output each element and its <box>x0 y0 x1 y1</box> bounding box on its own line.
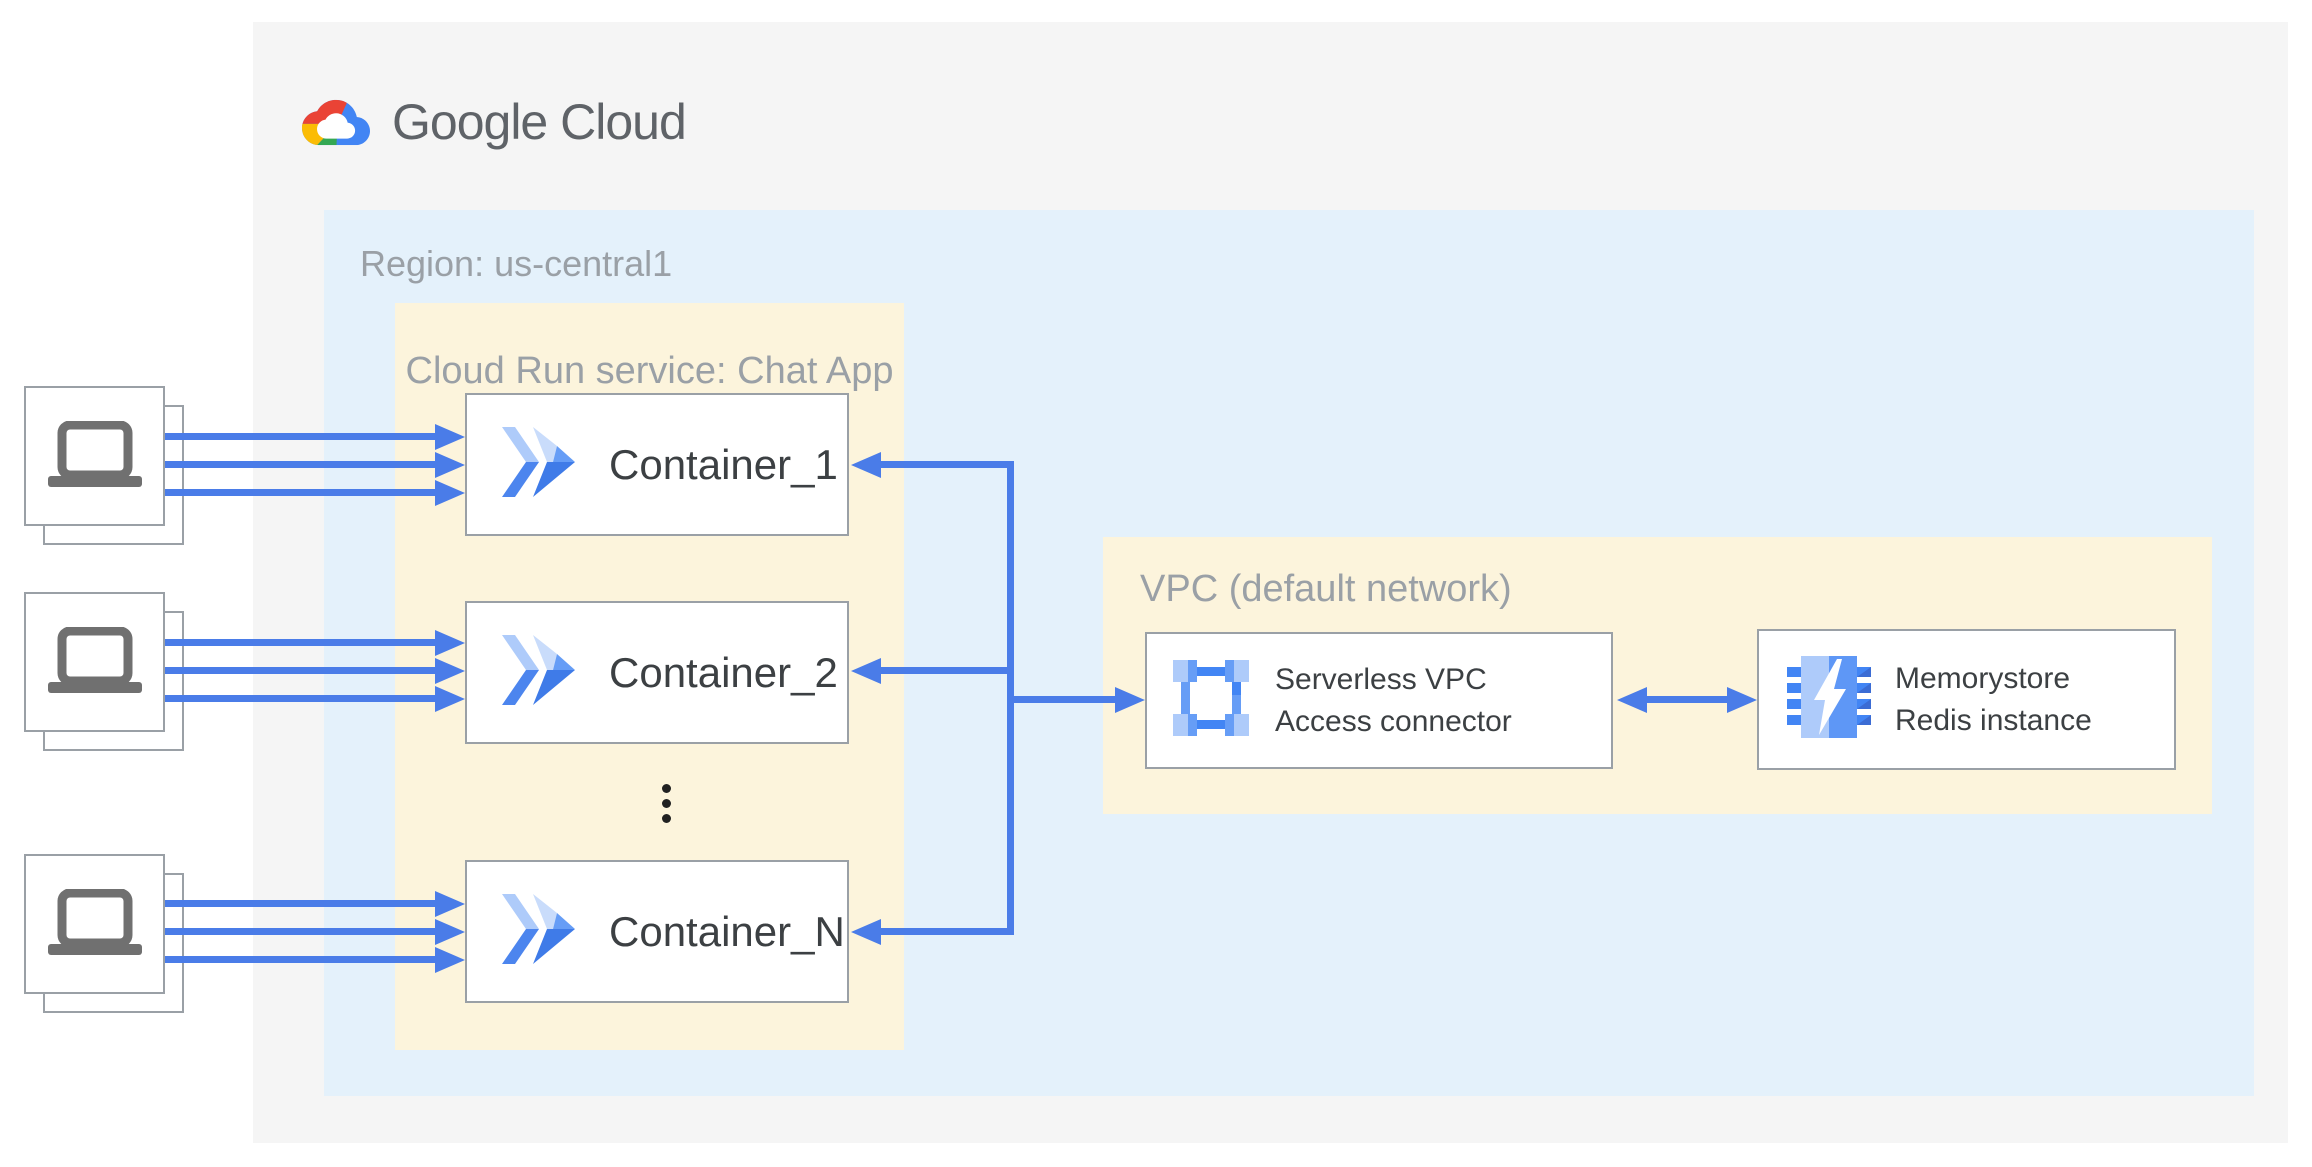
trunk-branch-container-n <box>881 928 1014 935</box>
trunk-branch-arrowhead <box>851 919 881 945</box>
client1-arrow-line <box>165 489 437 496</box>
client2-arrowhead <box>435 658 465 684</box>
client1-arrow-line <box>165 461 437 468</box>
container-label: Container_2 <box>609 648 838 696</box>
client3-arrowhead <box>435 891 465 917</box>
client3-arrow-line <box>165 928 437 935</box>
client2-arrow-line <box>165 695 437 702</box>
client3-arrowhead <box>435 947 465 973</box>
google-cloud-wordmark: Google Cloud <box>392 94 687 150</box>
vpc-label: VPC (default network) <box>1140 568 1512 610</box>
client2-arrow-line <box>165 639 437 646</box>
cloud-run-service-label: Cloud Run service: Chat App <box>405 350 894 392</box>
client-laptop-3 <box>24 854 165 994</box>
connector-memorystore-line <box>1643 696 1731 703</box>
client3-arrow-line <box>165 900 437 907</box>
client3-arrowhead <box>435 919 465 945</box>
memorystore-node: Memorystore Redis instance <box>1757 629 2176 770</box>
laptop-icon <box>47 420 142 492</box>
google-cloud-logo-icon <box>302 94 370 151</box>
client3-arrow-line <box>165 956 437 963</box>
client-laptop-1 <box>24 386 165 526</box>
serverless-vpc-connector-node: Serverless VPC Access connector <box>1145 632 1613 769</box>
client2-arrowhead <box>435 686 465 712</box>
memorystore-label: Memorystore Redis instance <box>1895 661 2092 737</box>
cloud-run-icon <box>501 426 575 503</box>
trunk-branch-arrowhead <box>851 452 881 478</box>
trunk-to-connector-arrowhead <box>1115 687 1145 713</box>
client1-arrowhead <box>435 480 465 506</box>
client-laptop-2 <box>24 592 165 732</box>
cloud-run-icon <box>501 893 575 970</box>
trunk-branch-container2 <box>881 667 1014 674</box>
client2-arrowhead <box>435 630 465 656</box>
container-node-n: Container_N <box>465 860 849 1003</box>
trunk-to-connector-line <box>1010 696 1115 703</box>
connector-label: Serverless VPC Access connector <box>1275 662 1512 738</box>
client2-arrow-line <box>165 667 437 674</box>
laptop-icon <box>47 888 142 960</box>
container-node-1: Container_1 <box>465 393 849 536</box>
memorystore-icon <box>1787 656 1871 743</box>
more-containers-ellipsis <box>662 784 671 823</box>
client1-arrowhead <box>435 424 465 450</box>
container-label: Container_N <box>609 907 845 955</box>
container-label: Container_1 <box>609 440 838 488</box>
trunk-branch-arrowhead <box>851 658 881 684</box>
serverless-vpc-access-icon <box>1173 660 1249 741</box>
container-node-2: Container_2 <box>465 601 849 744</box>
cloud-run-icon <box>501 634 575 711</box>
client1-arrowhead <box>435 452 465 478</box>
google-cloud-logo: Google Cloud <box>302 93 687 151</box>
connector-memorystore-arrowhead-left <box>1617 687 1647 713</box>
trunk-branch-container1 <box>881 461 1014 468</box>
laptop-icon <box>47 626 142 698</box>
connector-memorystore-arrowhead-right <box>1727 687 1757 713</box>
region-label: Region: us-central1 <box>360 243 673 284</box>
client1-arrow-line <box>165 433 437 440</box>
